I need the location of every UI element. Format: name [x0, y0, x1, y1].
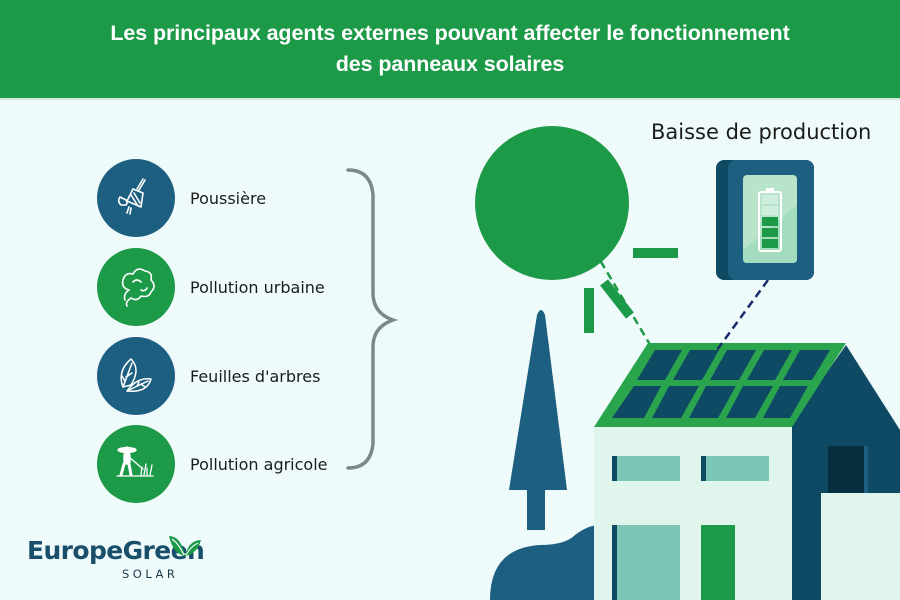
agent-item-urban-pollution: Pollution urbaine: [97, 248, 325, 326]
connection-line: [715, 279, 770, 351]
battery-icon: [758, 188, 782, 252]
garage-block: [821, 493, 900, 600]
smoke-cloud-icon: [97, 248, 175, 326]
sun-ray: [600, 279, 634, 319]
tree-icon: [509, 310, 567, 490]
solar-panels: [612, 350, 830, 418]
agent-label: Poussière: [190, 188, 267, 208]
window: [706, 456, 769, 481]
sun-ray: [584, 288, 594, 333]
agent-label: Feuilles d'arbres: [190, 366, 321, 386]
window: [617, 456, 680, 481]
agent-item-agricultural-pollution: Pollution agricole: [97, 425, 328, 503]
production-drop-label: Baisse de production: [651, 120, 872, 144]
logo-subtitle: SOLAR: [122, 567, 179, 581]
brace-connector: [346, 168, 399, 470]
bush-icon: [490, 525, 600, 600]
sunbeam-line: [592, 249, 667, 371]
farmer-field-icon: [97, 425, 175, 503]
door: [701, 525, 735, 600]
sun-icon: [475, 126, 629, 280]
agent-item-dust: Poussière: [97, 159, 266, 237]
agent-label: Pollution agricole: [190, 454, 328, 474]
broom-dust-icon: [97, 159, 175, 237]
header-banner: Les principaux agents externes pouvant a…: [0, 0, 900, 100]
leaves-icon: [97, 337, 175, 415]
leaf-logo-icon: [169, 536, 201, 556]
agent-label: Pollution urbaine: [190, 277, 325, 297]
agent-item-tree-leaves: Feuilles d'arbres: [97, 337, 320, 415]
sun-ray: [633, 248, 678, 258]
europegreen-logo: EuropeGreen SOLAR: [27, 536, 205, 581]
house-side-window: [828, 446, 866, 494]
title-line-2: des panneaux solaires: [335, 52, 565, 76]
window: [617, 525, 680, 600]
title-line-1: Les principaux agents externes pouvant a…: [110, 21, 790, 45]
